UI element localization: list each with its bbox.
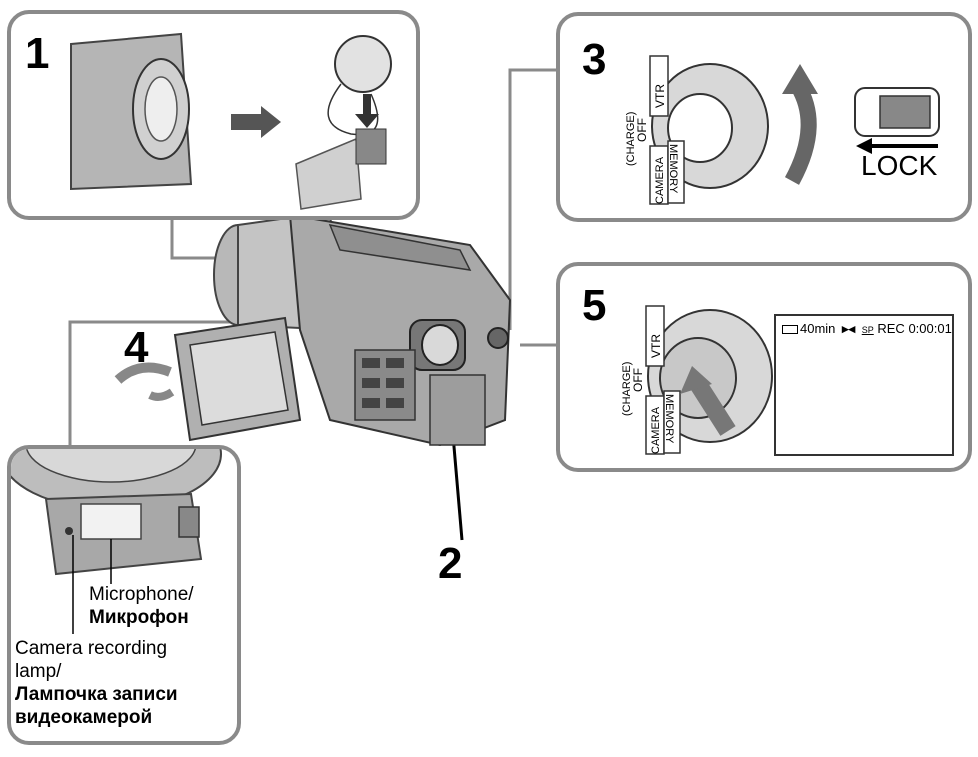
step-number-5: 5 (582, 281, 607, 330)
lcd-counter: 0:00:01 (908, 321, 952, 336)
microphone-label-en: Microphone/ (89, 584, 194, 605)
step-number-4: 4 (124, 323, 149, 372)
step-number-1: 1 (25, 29, 50, 78)
panel-step-3: 3 VTR OFF (CHARGE) CAMERA MEMORY LOCK (556, 12, 972, 222)
lamp-label-ru-2: видеокамерой (15, 707, 153, 728)
lcd-status-line: 40min ▸◂ SP REC 0:00:01 (782, 321, 952, 337)
lcd-mode: SP (861, 325, 874, 335)
lamp-label-en-2: lamp/ (15, 661, 62, 682)
dial-camera-label-3: CAMERA (654, 156, 666, 204)
recording-lamp-label: Camera recording lamp/ Лампочка записи в… (15, 637, 178, 729)
battery-icon (782, 325, 798, 335)
panel-step-1: 1 (7, 10, 420, 220)
dial-charge-label-5: (CHARGE) (621, 362, 633, 416)
lamp-label-ru-1: Лампочка записи (15, 684, 178, 705)
dial-memory-label-3: MEMORY (667, 144, 679, 194)
dial-vtr-label-3: VTR (653, 84, 667, 108)
microphone-detail-illustration (11, 449, 222, 634)
microphone-label-ru: Микрофон (89, 607, 189, 628)
dial-memory-label-5: MEMORY (663, 394, 675, 444)
dial-off-label-5: OFF (631, 368, 645, 392)
lcd-battery-time: 40min (800, 321, 836, 336)
dial-charge-label-3: (CHARGE) (625, 112, 637, 166)
step-number-2: 2 (438, 539, 463, 588)
panel-microphone-detail: Microphone/ Микрофон Camera recording la… (7, 445, 241, 745)
lens-cap-illustration (70, 32, 392, 210)
panel-step-5: 5 VTR OFF (CHARGE) CAMERA MEMORY 40min ▸… (556, 262, 972, 472)
mode-dial-5 (645, 305, 773, 455)
dial-off-label-3: OFF (635, 118, 649, 142)
dial-vtr-label-5: VTR (649, 334, 663, 358)
lcd-display: 40min ▸◂ SP REC 0:00:01 (774, 314, 954, 456)
dial-labels-5: VTR OFF (CHARGE) CAMERA MEMORY (621, 334, 675, 454)
step-number-3: 3 (582, 35, 607, 84)
lcd-rec-status: REC (877, 321, 905, 336)
microphone-label: Microphone/ Микрофон (89, 583, 194, 629)
mode-dial-3 (649, 55, 940, 205)
lock-label: LOCK (861, 150, 938, 181)
tape-icon: ▸◂ (842, 321, 856, 336)
dial-camera-label-5: CAMERA (650, 406, 662, 454)
dial-labels-3: VTR OFF (CHARGE) CAMERA MEMORY (625, 84, 679, 204)
lamp-label-en-1: Camera recording (15, 638, 168, 659)
